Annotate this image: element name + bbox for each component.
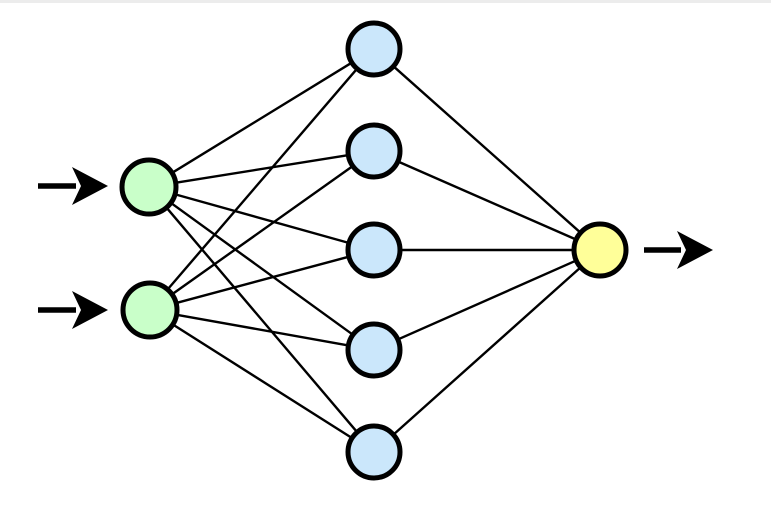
edge-input-1-to-hidden-3 — [171, 192, 353, 245]
edge-input-1-to-hidden-5 — [163, 204, 360, 435]
input-arrow-1 — [38, 167, 108, 205]
output-arrow-1-head — [677, 231, 713, 269]
edge-hidden-1-to-output-1 — [390, 63, 584, 236]
edge-hidden-5-to-output-1 — [390, 264, 584, 438]
input-arrow-2-head — [72, 291, 108, 329]
edge-input-2-to-hidden-4 — [173, 313, 352, 347]
top-edge-band — [0, 0, 771, 3]
edge-input-1-to-hidden-1 — [169, 60, 355, 176]
node-output-1[interactable] — [571, 221, 629, 279]
edge-hidden-4-to-output-1 — [394, 258, 580, 342]
node-input-1[interactable] — [119, 157, 179, 217]
node-hidden-4[interactable] — [345, 321, 403, 379]
nodes-group — [119, 20, 629, 481]
node-hidden-5[interactable] — [345, 423, 403, 481]
output-arrow-1 — [644, 231, 713, 269]
edge-input-1-to-hidden-4 — [168, 200, 356, 338]
edges-group — [163, 60, 584, 441]
node-hidden-1[interactable] — [345, 20, 403, 78]
input-arrow-1-head — [72, 167, 108, 205]
edge-input-2-to-hidden-5 — [169, 322, 355, 441]
edge-input-1-to-hidden-2 — [172, 153, 352, 185]
edge-input-2-to-hidden-2 — [169, 163, 356, 297]
node-hidden-3[interactable] — [345, 221, 403, 279]
input-arrow-2 — [38, 291, 108, 329]
node-hidden-2[interactable] — [345, 122, 403, 180]
arrows-group — [38, 167, 713, 329]
node-input-2[interactable] — [120, 280, 180, 340]
edge-input-2-to-hidden-3 — [172, 255, 353, 305]
edge-input-2-to-hidden-1 — [165, 66, 360, 293]
edge-hidden-2-to-output-1 — [394, 159, 580, 242]
